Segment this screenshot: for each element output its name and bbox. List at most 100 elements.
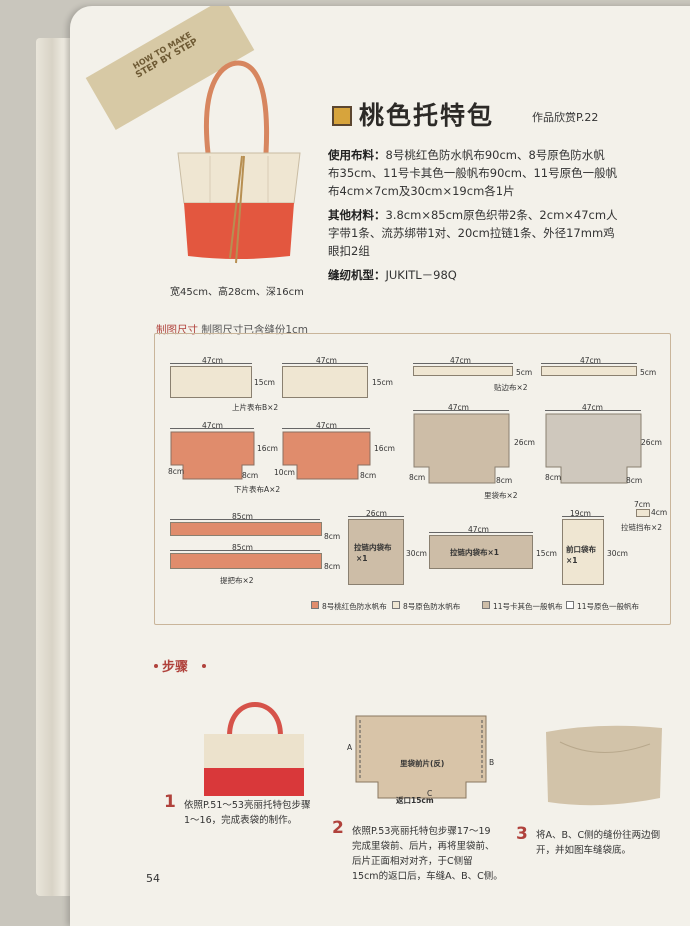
title-reference: 作品欣赏P.22	[532, 111, 599, 124]
dim-label: 8cm	[626, 476, 643, 485]
handle-label: 提把布×2	[220, 576, 254, 585]
steps-dot-right	[202, 664, 206, 668]
dim-label: 4cm	[651, 508, 668, 517]
dim-label: 8cm	[242, 471, 259, 480]
binding-label: 贴边布×2	[494, 383, 528, 392]
step2-line2: 完成里袋前、后片，再将里袋前、	[352, 841, 495, 852]
dim-label: 8cm	[324, 532, 341, 541]
dim-label: 47cm	[202, 356, 223, 365]
dim-label: 30cm	[607, 549, 628, 558]
dim-label: 85cm	[232, 543, 253, 552]
step2-line3: 后片正面相对对齐，于C侧留	[352, 856, 473, 867]
binding-piece-2	[541, 366, 637, 376]
spec-other-line2: 字带1条、流苏绑带1对、20cm拉链1条、外径17mm鸡	[328, 226, 615, 240]
zip-tab-piece	[636, 509, 650, 517]
upper-outer-piece-1	[170, 366, 252, 398]
dim-label: 47cm	[450, 356, 471, 365]
dim-label: 47cm	[468, 525, 489, 534]
zip-lining1-label: 拉链内袋布	[354, 543, 392, 552]
dim-label: 8cm	[409, 473, 426, 482]
dim-label: 30cm	[406, 549, 427, 558]
step2-line1: 依照P.53亮丽托特包步骤17～19	[352, 826, 491, 837]
dim-label: 15cm	[372, 378, 393, 387]
step2-line4: 15cm的返口后，车缝A、B、C侧。	[352, 871, 503, 882]
zip-lining-piece-2	[429, 535, 533, 569]
dim-label: 26cm	[514, 438, 535, 447]
step2-text: 依照P.53亮丽托特包步骤17～19 完成里袋前、后片，再将里袋前、 后片正面相…	[352, 824, 503, 884]
step2-side-b: B	[489, 758, 495, 767]
dim-arrow	[541, 363, 637, 364]
legend-swatch-natural	[566, 601, 574, 609]
zip-tab-label: 拉链挡布×2	[621, 523, 663, 532]
product-dimensions: 宽45cm、高28cm、深16cm	[170, 287, 304, 298]
spec-machine-label: 缝纫机型：	[328, 268, 386, 282]
dim-label: 10cm	[274, 468, 295, 477]
zip-lining1-count: ×1	[356, 554, 368, 563]
step2-diagram-label: 里袋前片(反)	[400, 759, 445, 768]
dim-label: 8cm	[324, 562, 341, 571]
dim-arrow	[282, 363, 368, 364]
handle-piece-2	[170, 553, 322, 569]
lining-piece-2	[545, 413, 642, 484]
dim-label: 8cm	[496, 476, 513, 485]
legend-cream: 8号原色防水帆布	[403, 602, 461, 611]
dim-label: 5cm	[516, 368, 533, 377]
dim-label: 8cm	[168, 467, 185, 476]
step2-side-c: C	[427, 789, 433, 798]
dim-arrow	[545, 410, 641, 411]
dim-label: 7cm	[634, 500, 651, 509]
step3-line1: 将A、B、C侧的缝份往两边倒	[536, 830, 661, 841]
spec-other-line3: 眼扣2组	[328, 244, 370, 258]
spec-other-label: 其他材料：	[328, 208, 386, 222]
spec-fabric-line2: 布35cm、11号卡其色一般帆布90cm、11号原色一般帆	[328, 166, 618, 180]
step3-line2: 开，并如图车缝袋底。	[536, 845, 632, 856]
step2-lining-diagram	[355, 715, 487, 799]
lower-outer-label: 下片表布A×2	[234, 485, 281, 494]
zip-lining-piece-1	[348, 519, 404, 585]
spec-other-line1: 3.8cm×85cm原色织带2条、2cm×47cm人	[385, 208, 618, 222]
upper-outer-label: 上片表布B×2	[232, 403, 279, 412]
dim-arrow	[413, 410, 509, 411]
step2-number: 2	[332, 818, 344, 838]
step1-bag-photo	[204, 702, 304, 796]
step1-number: 1	[164, 792, 176, 812]
spec-fabric: 使用布料：8号桃红色防水帆布90cm、8号原色防水帆 布35cm、11号卡其色一…	[328, 146, 648, 200]
steps-dot-left	[154, 664, 158, 668]
step3-photo	[546, 725, 662, 806]
step2-opening-label: 返口15cm	[396, 796, 434, 805]
lining-piece-1	[413, 413, 510, 484]
dim-arrow	[413, 363, 513, 364]
dim-label: 47cm	[316, 421, 337, 430]
front-pocket-count: ×1	[566, 556, 578, 565]
handle-piece-1	[170, 522, 322, 536]
dim-label: 47cm	[582, 403, 603, 412]
step3-text: 将A、B、C侧的缝份往两边倒 开，并如图车缝袋底。	[536, 828, 660, 858]
dim-arrow	[170, 428, 254, 429]
dim-label: 85cm	[232, 512, 253, 521]
legend-swatch-khaki	[482, 601, 490, 609]
spec-fabric-label: 使用布料：	[328, 148, 386, 162]
step2-side-a: A	[347, 743, 353, 752]
spec-other: 其他材料：3.8cm×85cm原色织带2条、2cm×47cm人 字带1条、流苏绑…	[328, 206, 648, 260]
dim-label: 47cm	[316, 356, 337, 365]
step3-number: 3	[516, 824, 528, 844]
dim-label: 16cm	[257, 444, 278, 453]
lower-outer-piece-1	[170, 431, 255, 480]
dim-arrow	[170, 519, 320, 520]
zip-lining2-label: 拉链内袋布×1	[450, 548, 500, 557]
dim-label: 16cm	[374, 444, 395, 453]
tote-bag-photo	[177, 60, 301, 264]
lining-label: 里袋布×2	[484, 491, 518, 500]
front-pocket-label: 前口袋布	[566, 545, 596, 554]
dim-label: 15cm	[254, 378, 275, 387]
legend-natural: 11号原色一般帆布	[577, 602, 640, 611]
dim-arrow	[562, 516, 604, 517]
dim-label: 5cm	[640, 368, 657, 377]
book-page: HOW TO MAKE STEP BY STEP 宽45cm、高28cm、深16…	[70, 6, 690, 926]
dim-label: 15cm	[536, 549, 557, 558]
upper-outer-piece-2	[282, 366, 368, 398]
pattern-diagram-frame	[154, 333, 671, 625]
dim-label: 8cm	[360, 471, 377, 480]
dim-arrow	[348, 516, 404, 517]
legend-swatch-cream	[392, 601, 400, 609]
